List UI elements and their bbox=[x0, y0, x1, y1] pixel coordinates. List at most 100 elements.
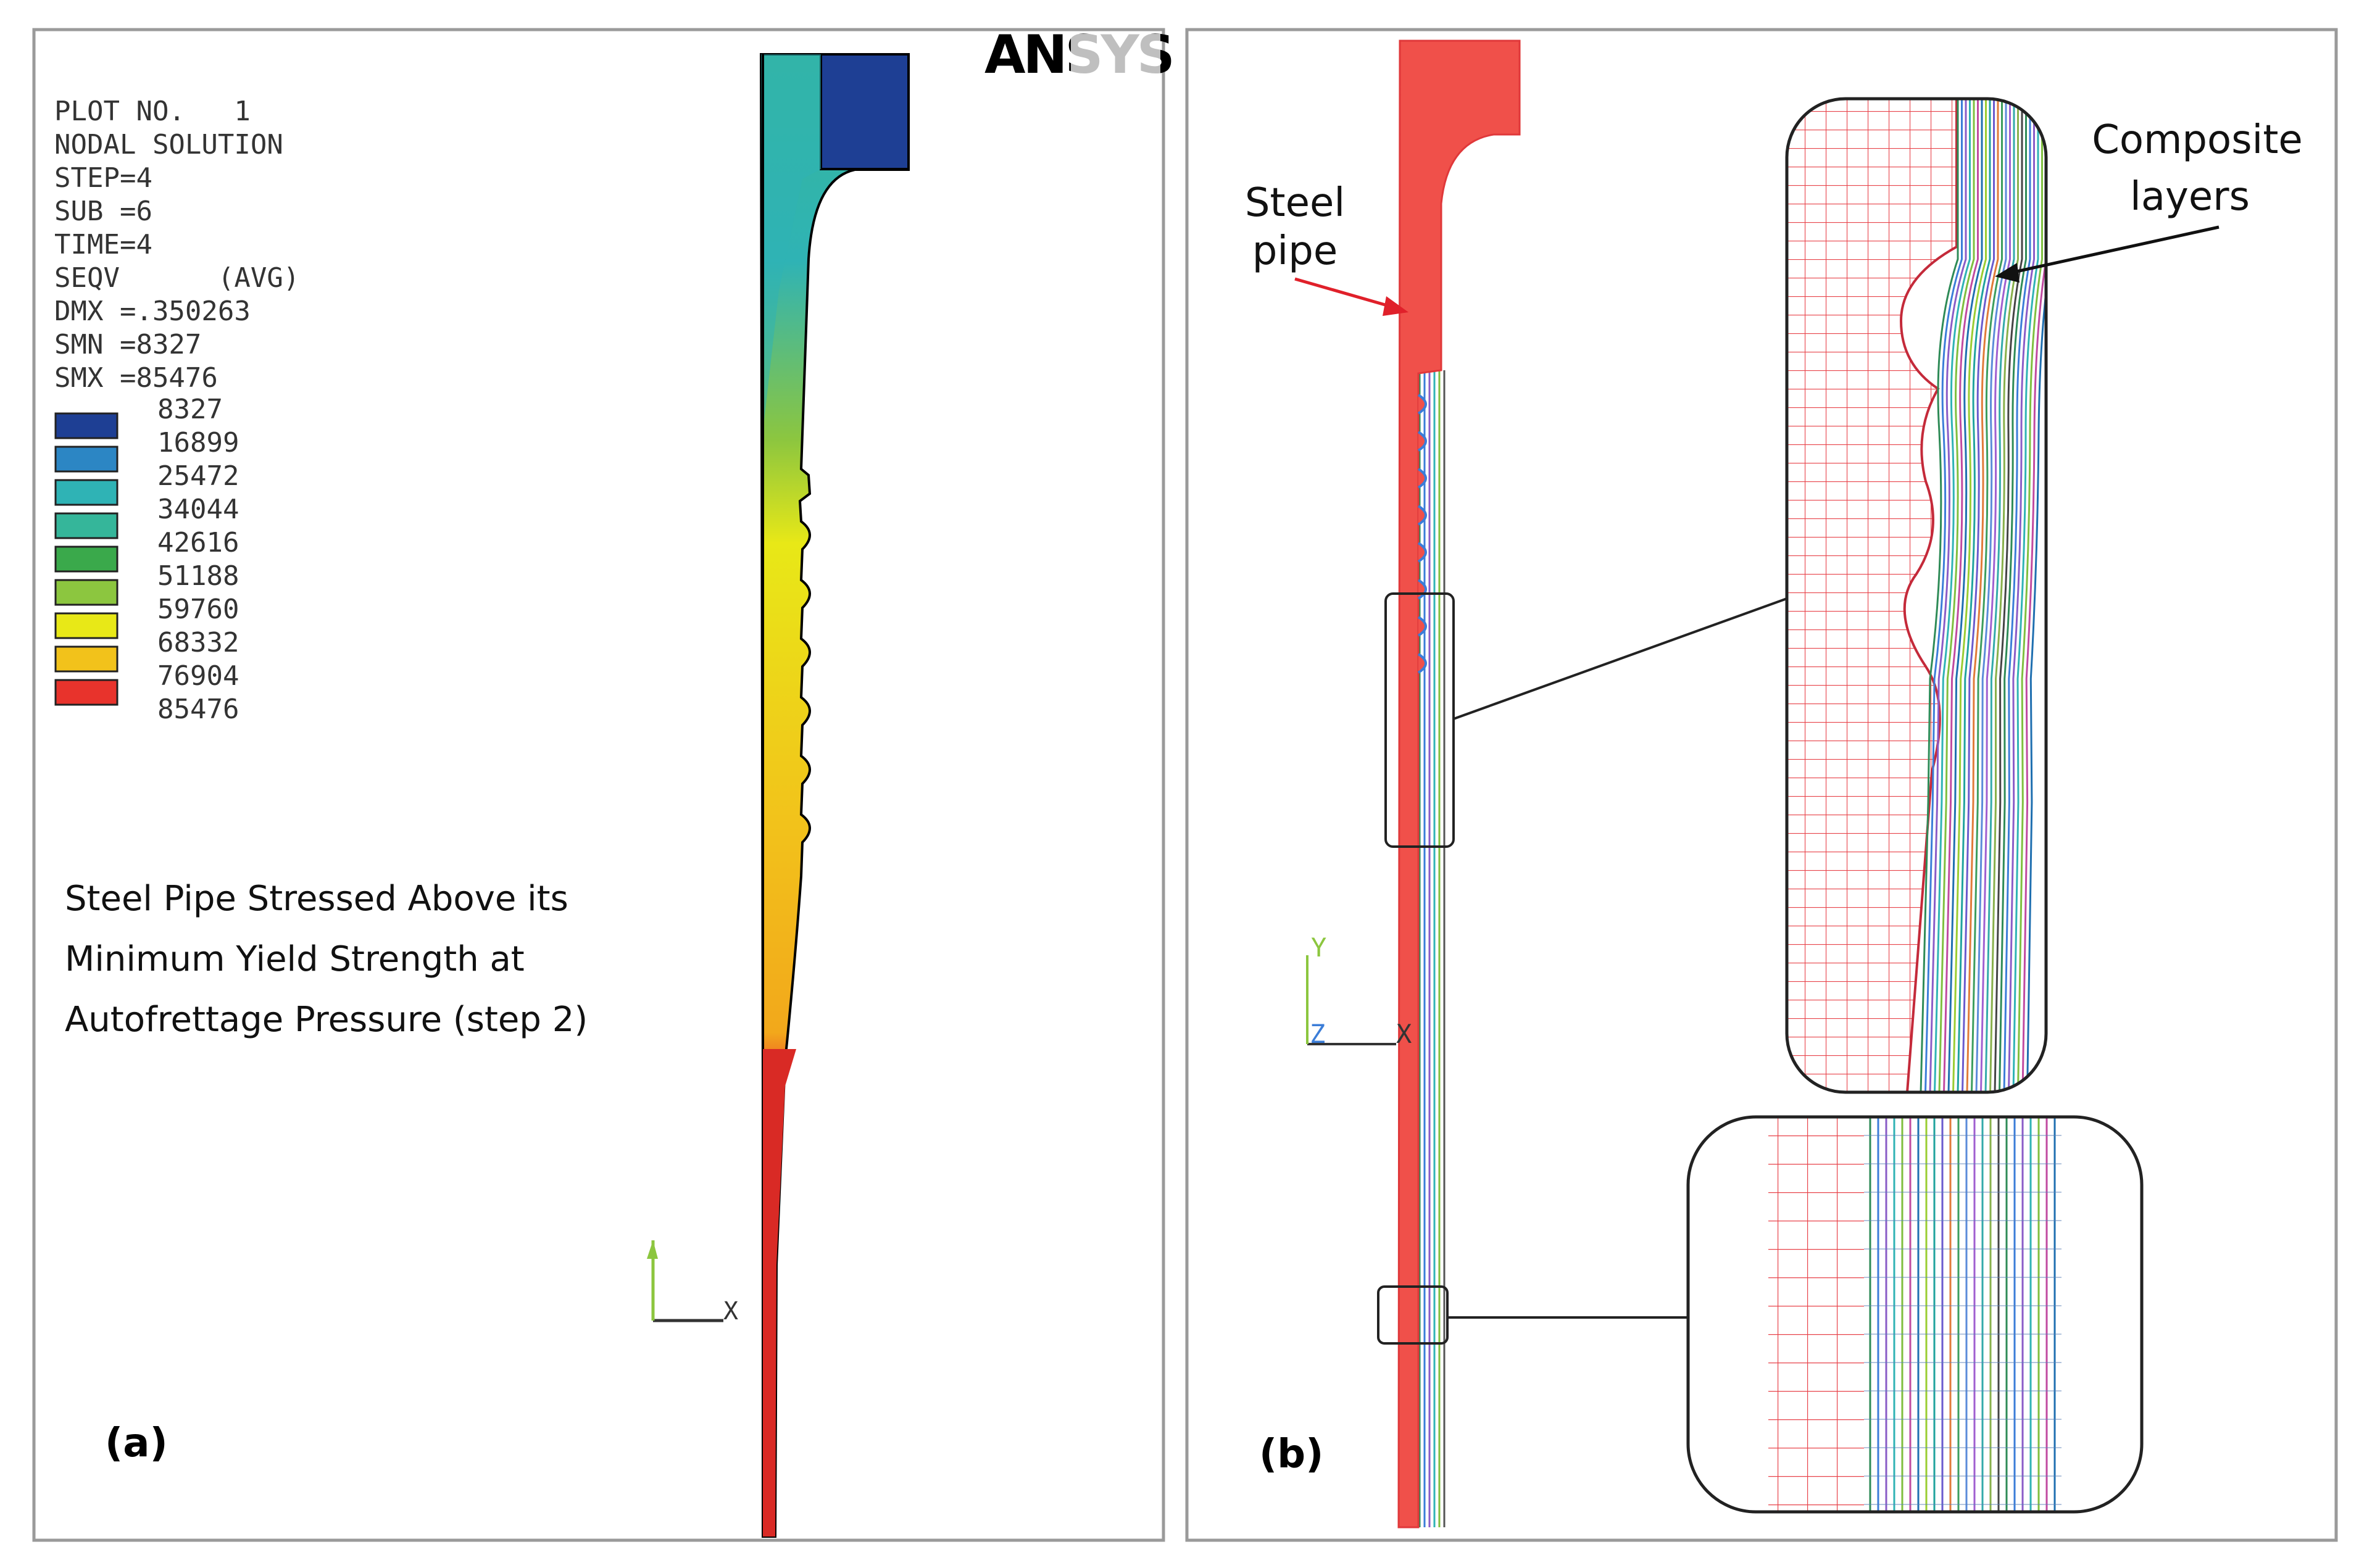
legend-value: 59760 bbox=[157, 594, 239, 625]
composite-layers-arrow bbox=[1995, 225, 2220, 283]
zoom-inset-bottom-frame bbox=[1686, 1115, 2144, 1514]
inset-layer-line bbox=[1966, 99, 1999, 1092]
legend-swatch bbox=[54, 479, 119, 506]
inset-steel-mesh bbox=[1787, 99, 1957, 1092]
inset-layer-line bbox=[1994, 99, 2023, 1092]
caption-line-3: Autofrettage Pressure (step 2) bbox=[65, 1000, 588, 1040]
legend-value: 8327 bbox=[157, 394, 223, 425]
composite-label-line-2: layers bbox=[2130, 174, 2250, 220]
legend-swatch bbox=[54, 545, 119, 573]
info-line: STEP=4 bbox=[54, 162, 152, 194]
legend-swatch bbox=[54, 512, 119, 539]
inset-layer-line bbox=[2008, 99, 2035, 1092]
steel-pipe-label-line-1: Steel bbox=[1245, 180, 1345, 226]
composite-layers-strip bbox=[1418, 370, 1446, 1527]
stress-legend-swatches bbox=[54, 412, 119, 706]
inset-plain-composite-layers bbox=[1864, 1117, 2062, 1512]
zoom-inset-top-frame bbox=[1785, 97, 2048, 1094]
steel-pipe-callout: Steel pipe bbox=[1245, 180, 1345, 274]
inset-layer-line bbox=[2026, 99, 2046, 1092]
pipe-stress-body bbox=[759, 53, 910, 1538]
inset-steel-outline bbox=[1899, 99, 1958, 1092]
inset-layer-line bbox=[1957, 99, 1991, 1092]
info-line: TIME=4 bbox=[54, 229, 152, 260]
panel-b: Steel pipe Composite layers Y Z X (b) bbox=[1185, 28, 2338, 1542]
flange-dark-region bbox=[820, 53, 910, 170]
inset-layer-line bbox=[1947, 99, 1983, 1092]
logo-yellow-overlay bbox=[1071, 34, 1160, 80]
inset-layer-line bbox=[1929, 99, 1967, 1092]
info-line: NODAL SOLUTION bbox=[54, 129, 283, 160]
inset-composite-layers bbox=[1920, 99, 2046, 1092]
info-line: PLOT NO. 1 bbox=[54, 96, 251, 127]
steel-pipe-label-line-2: pipe bbox=[1252, 228, 1338, 274]
zoom-box-groove-region[interactable] bbox=[1384, 592, 1455, 848]
legend-value: 85476 bbox=[157, 694, 239, 725]
legend-swatch bbox=[54, 645, 119, 673]
panel-a-caption: Steel Pipe Stressed Above its Minimum Yi… bbox=[65, 879, 588, 1040]
steel-pipe-arrow bbox=[1294, 277, 1408, 316]
legend-swatch bbox=[54, 579, 119, 606]
inset-layer-line bbox=[1971, 99, 2003, 1092]
axis-triad-a: X bbox=[647, 1240, 738, 1325]
zoom-inset-grooves bbox=[1785, 97, 2048, 1094]
axis-triad-b: Y Z X bbox=[1306, 932, 1412, 1049]
legend-swatch bbox=[54, 412, 119, 439]
legend-value: 42616 bbox=[157, 527, 239, 558]
inset-layer-line bbox=[1980, 99, 2011, 1092]
info-line: SMX =85476 bbox=[54, 362, 218, 394]
zoom-inset-plain bbox=[1686, 1115, 2144, 1514]
axis-x-label-b: X bbox=[1396, 1019, 1412, 1049]
legend-swatch bbox=[54, 679, 119, 706]
flange-light-band bbox=[761, 54, 821, 432]
caption-line-2: Minimum Yield Strength at bbox=[65, 939, 525, 979]
inset-layer-line bbox=[1952, 99, 1987, 1092]
inset-layer-line bbox=[1938, 99, 1975, 1092]
zoom-connector-top bbox=[1453, 597, 1787, 720]
inset-layer-line bbox=[2003, 99, 2031, 1092]
inset-layer-line bbox=[2021, 99, 2046, 1092]
panel-b-label: (b) bbox=[1259, 1432, 1323, 1477]
inset-layer-line bbox=[1999, 99, 2027, 1092]
info-line: SMN =8327 bbox=[54, 329, 201, 360]
info-line: DMX =.350263 bbox=[54, 296, 251, 327]
pipe-stress-contour bbox=[759, 53, 910, 1538]
caption-line-1: Steel Pipe Stressed Above its bbox=[65, 879, 568, 919]
legend-value: 34044 bbox=[157, 494, 239, 525]
inset-layer-line bbox=[2017, 99, 2043, 1092]
legend-value: 51188 bbox=[157, 560, 239, 592]
legend-value: 25472 bbox=[157, 460, 239, 492]
inset-plain-steel-mesh bbox=[1768, 1117, 1864, 1512]
inset-layer-line bbox=[1920, 99, 1959, 1092]
zoom-box-plain-region[interactable] bbox=[1377, 1285, 1449, 1345]
inset-layer-line bbox=[1924, 99, 1963, 1092]
stress-legend-values: 8327168992547234044426165118859760683327… bbox=[157, 394, 239, 725]
info-line: SEQV (AVG) bbox=[54, 262, 299, 294]
info-line: SUB =6 bbox=[54, 196, 152, 227]
inset-layer-line bbox=[1962, 99, 1995, 1092]
inset-layer-line bbox=[1984, 99, 2015, 1092]
inset-layer-line bbox=[1934, 99, 1971, 1092]
axis-y-label-b: Y bbox=[1311, 932, 1326, 963]
red-zone bbox=[763, 1049, 796, 1537]
steel-pipe-body bbox=[1397, 39, 1521, 1529]
panel-a-label: (a) bbox=[105, 1421, 168, 1466]
legend-value: 68332 bbox=[157, 627, 239, 658]
legend-value: 76904 bbox=[157, 660, 239, 692]
composite-layers-callout: Composite layers bbox=[2092, 117, 2303, 220]
axis-x-label-a: X bbox=[723, 1297, 738, 1325]
legend-swatch bbox=[54, 446, 119, 473]
inset-layer-line bbox=[1989, 99, 2019, 1092]
axis-z-label-b: Z bbox=[1310, 1019, 1325, 1049]
inset-layer-line bbox=[2012, 99, 2039, 1092]
inset-layer-line bbox=[1943, 99, 1979, 1092]
legend-value: 16899 bbox=[157, 427, 239, 458]
inset-layer-line bbox=[1975, 99, 2007, 1092]
composite-label-line-1: Composite bbox=[2092, 117, 2303, 163]
panel-a-frame bbox=[32, 28, 1165, 1542]
steel-pipe bbox=[1397, 39, 1521, 1529]
legend-swatch bbox=[54, 612, 119, 639]
